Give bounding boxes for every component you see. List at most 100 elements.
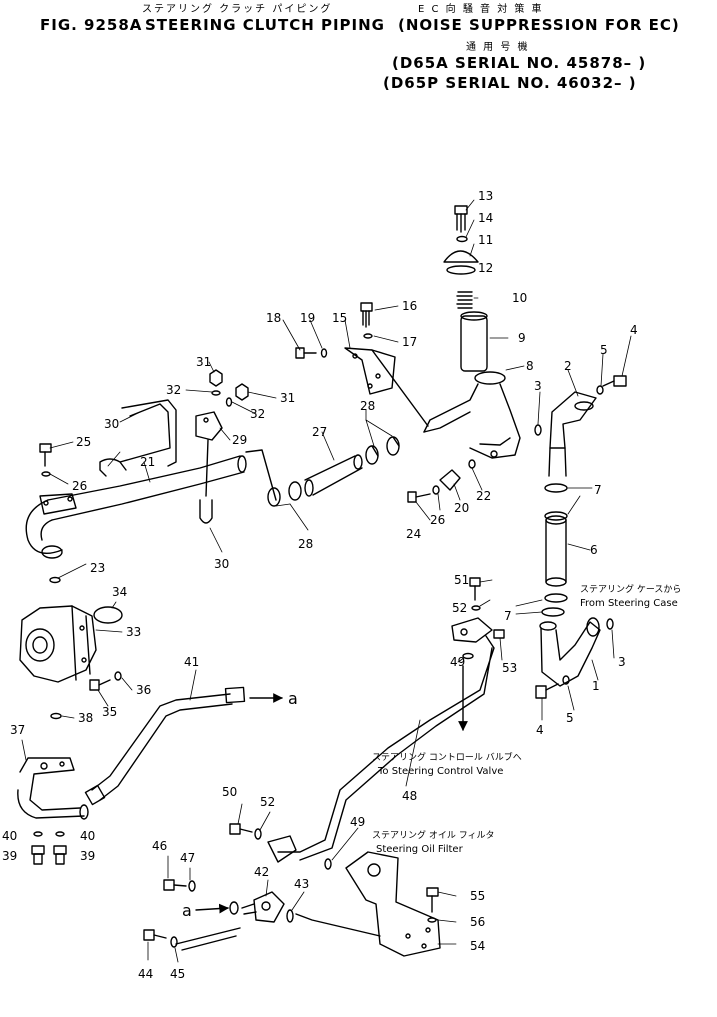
label-4-upper: 4: [630, 323, 638, 337]
nut-31-left: [209, 369, 223, 387]
bolt-46: [163, 879, 187, 891]
label-19: 19: [300, 311, 315, 325]
label-46: 46: [152, 839, 167, 853]
label-43: 43: [294, 877, 309, 891]
label-45: 45: [170, 967, 185, 981]
bracket-29-leader: [205, 439, 209, 497]
label-28-upper: 28: [360, 399, 375, 413]
label-47: 47: [180, 851, 195, 865]
pipe-27-leader: [245, 449, 277, 501]
oil-filter-english: Steering Oil Filter: [376, 844, 464, 855]
clamps-28-lower: [267, 481, 302, 507]
leader-lines: [21, 199, 632, 963]
label-32-left: 32: [166, 383, 181, 397]
label-3-upper: 3: [534, 379, 542, 393]
label-5-upper: 5: [600, 343, 608, 357]
pipe-27: [304, 454, 363, 497]
o-ring-47: [188, 880, 196, 892]
label-29: 29: [232, 433, 247, 447]
bolt-35: [89, 679, 111, 691]
clamps-28-upper: [365, 436, 400, 465]
element-9: [460, 311, 488, 372]
washer-14: [456, 235, 468, 243]
label-56: 56: [470, 915, 485, 929]
plug-53: [493, 629, 505, 639]
nut-31-right: [235, 383, 249, 401]
label-37: 37: [10, 723, 25, 737]
pump-33: [19, 605, 97, 683]
u-bolt-30-lower: [199, 499, 213, 524]
washer-56: [427, 917, 437, 923]
flow-annotations: ステアリング ケースから From Steering Case ステアリング コ…: [182, 583, 681, 920]
washer-52-lower: [254, 828, 262, 840]
elbow-37: [17, 757, 89, 820]
label-31-right: 31: [280, 391, 295, 405]
bolt-50: [229, 823, 253, 835]
figure-title: STEERING CLUTCH PIPING: [145, 16, 385, 34]
label-15: 15: [332, 311, 347, 325]
bracket-29: [195, 411, 223, 441]
label-20: 20: [454, 501, 469, 515]
washer-32-left: [211, 390, 221, 396]
bolt-24: [407, 491, 431, 503]
label-30-lower: 30: [214, 557, 229, 571]
fitting-a-in: [229, 901, 239, 915]
serial-range-d65p: (D65P SERIAL NO. 46032– ): [383, 74, 637, 92]
washer-26-left: [41, 471, 51, 477]
elbow-pipe-1: [539, 617, 601, 687]
bolt-25: [39, 443, 52, 467]
filter-bracket-8: [423, 371, 521, 459]
label-24: 24: [406, 527, 421, 541]
label-14: 14: [478, 211, 493, 225]
label-50: 50: [222, 785, 237, 799]
label-51: 51: [454, 573, 469, 587]
washer-19: [320, 348, 328, 358]
label-17: 17: [402, 335, 417, 349]
label-52-lower: 52: [260, 795, 275, 809]
label-54: 54: [470, 939, 485, 953]
plug-20: [439, 469, 461, 491]
label-52-upper: 52: [452, 601, 467, 615]
label-10: 10: [512, 291, 527, 305]
label-49-lower: 49: [350, 815, 365, 829]
bolt-44: [143, 929, 167, 941]
connection-arrow-a-in: [195, 903, 229, 914]
bolt-13: [454, 205, 468, 233]
part-number-labels: 13 14 11 12 10 9 8 16 17 18 19 15 4 5 2 …: [2, 189, 638, 981]
u-bolt-30-upper: [99, 399, 177, 477]
label-6: 6: [590, 543, 598, 557]
label-39-left: 39: [2, 849, 17, 863]
label-35: 35: [102, 705, 117, 719]
label-21: 21: [140, 455, 155, 469]
figure-number: FIG. 9258A: [40, 16, 143, 34]
label-1: 1: [592, 679, 600, 693]
o-ring-49-lower: [324, 858, 332, 870]
label-40-left: 40: [2, 829, 17, 843]
label-8: 8: [526, 359, 534, 373]
label-31-upper: 31: [196, 355, 211, 369]
o-ring-3-lower: [606, 618, 614, 630]
label-13: 13: [478, 189, 493, 203]
label-44: 44: [138, 967, 153, 981]
washer-5-lower: [562, 675, 570, 685]
label-26-right: 26: [430, 513, 445, 527]
figure-subtitle: (NOISE SUPPRESSION FOR EC): [398, 16, 680, 34]
bolt-4-lower: [535, 683, 559, 699]
label-5-lower: 5: [566, 711, 574, 725]
label-32-right: 32: [250, 407, 265, 421]
label-49-upper: 49: [450, 655, 465, 669]
label-2: 2: [564, 359, 572, 373]
bolt-4-upper: [602, 375, 627, 387]
bolts-39-washers-40: [31, 831, 67, 865]
connection-label-a-out: a: [288, 689, 298, 708]
label-53: 53: [502, 661, 517, 675]
o-ring-38: [50, 712, 62, 720]
pipe-42-to-filter: [295, 913, 381, 937]
o-ring-49-upper: [462, 652, 474, 660]
bracket-15: [344, 347, 429, 427]
title-japanese: ステアリング クラッチ パイピング: [142, 4, 333, 15]
washer-45: [170, 936, 178, 948]
label-33: 33: [126, 625, 141, 639]
